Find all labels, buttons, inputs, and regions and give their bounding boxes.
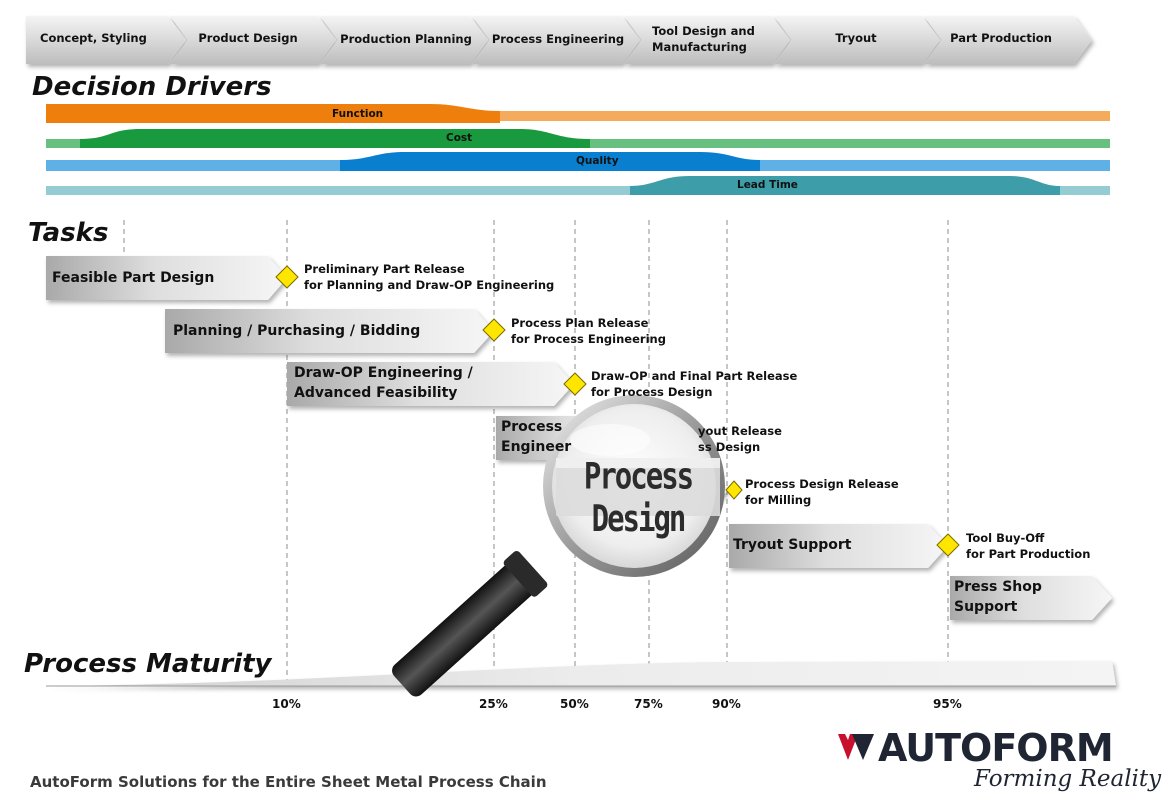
milestone-text-1-line-1: Preliminary Part Release (304, 262, 465, 276)
milestone-text-3: Draw-OP and Final Part Release for Proce… (591, 368, 797, 400)
milestone-text-1-line-2: for Planning and Draw-OP Engineering (304, 278, 555, 292)
milestone-text-6-line-2: for Part Production (966, 547, 1091, 561)
driver-band-function-peak (46, 104, 500, 123)
driver-label-lead-time: Lead Time (737, 179, 798, 191)
task-label-press-shop-line-1: Press Shop (954, 579, 1042, 595)
task-arrows (46, 256, 1112, 620)
driver-band-quality-peak (340, 152, 760, 171)
driver-band-leadtime-peak (630, 176, 1060, 195)
milestone-diamond-5 (725, 480, 743, 500)
milestone-gridlines (123, 220, 949, 684)
chain-stage-concept-styling: Concept, Styling (40, 31, 147, 45)
maturity-tick-10: 10% (272, 697, 301, 711)
autoform-tagline: Forming Reality (974, 766, 1162, 792)
chain-stage-tool-design: Tool Design and Manufacturing (652, 24, 755, 54)
task-label-process-engineering: Process Engineer (501, 417, 571, 457)
chain-stage-production-planning: Production Planning (340, 32, 472, 46)
chain-stage-1-shape (26, 16, 186, 64)
task-label-feasible-part-design: Feasible Part Design (52, 270, 215, 286)
tasks-title: Tasks (28, 218, 109, 248)
milestone-diamond-1 (275, 265, 299, 289)
decision-drivers-title: Decision Drivers (32, 72, 272, 102)
autoform-logo-mark (838, 734, 874, 760)
task-label-draw-op: Draw-OP Engineering / Advanced Feasibili… (294, 363, 473, 403)
driver-label-function: Function (332, 108, 384, 120)
task-label-press-shop-line-2: Support (954, 599, 1018, 615)
chain-stage-4-shape (472, 16, 640, 64)
milestone-text-6-line-1: Tool Buy-Off (966, 531, 1045, 545)
task-label-draw-op-line-2: Advanced Feasibility (294, 385, 458, 401)
autoform-logo-text: AUTOFORM (878, 726, 1114, 770)
milestone-text-1: Preliminary Part Release for Planning an… (304, 261, 554, 293)
driver-band-leadtime-base (46, 186, 1110, 195)
task-label-process-engineering-line-1: Process (501, 419, 563, 435)
chain-stage-process-engineering: Process Engineering (491, 32, 625, 46)
milestone-text-2-line-1: Process Plan Release (511, 316, 649, 330)
task-arrow-draw-op (287, 362, 574, 406)
maturity-tick-25: 25% (479, 697, 508, 711)
chain-stage-2-shape (170, 16, 336, 64)
milestone-text-6: Tool Buy-Off for Part Production (966, 530, 1090, 562)
milestone-text-5-line-1: Process Design Release (745, 477, 899, 491)
milestone-text-3-line-2: for Process Design (591, 385, 713, 399)
milestone-text-3-line-1: Draw-OP and Final Part Release (591, 369, 798, 383)
milestone-text-5-line-2: for Milling (745, 493, 812, 507)
milestone-text-2: Process Plan Release for Process Enginee… (511, 315, 666, 347)
chain-stage-3-shape (320, 16, 488, 64)
chain-stage-part-production: Part Production (950, 31, 1052, 45)
task-label-planning: Planning / Purchasing / Bidding (173, 323, 421, 339)
chain-stage-6-shape (774, 16, 940, 64)
driver-band-cost-peak (80, 129, 590, 148)
milestone-text-4-line-2: ss Design (698, 440, 761, 454)
chain-stage-7-shape (924, 16, 1092, 64)
task-label-tryout-support: Tryout Support (733, 537, 852, 553)
process-maturity-title: Process Maturity (24, 649, 272, 679)
milestone-diamond-2 (482, 318, 506, 342)
driver-band-function-base (46, 111, 1110, 121)
task-arrow-planning (165, 309, 494, 353)
milestone-diamond-6 (936, 533, 960, 557)
task-label-process-engineering-line-2: Engineer (501, 439, 572, 455)
chain-stage-5-shape (624, 16, 790, 64)
process-chain (26, 16, 1092, 64)
maturity-wedge (46, 661, 1116, 686)
task-arrow-tryout-support (729, 524, 948, 568)
footer-caption: AutoForm Solutions for the Entire Sheet … (30, 773, 547, 791)
task-arrow-press-shop-support (950, 576, 1112, 620)
driver-label-quality: Quality (576, 155, 619, 167)
driver-label-cost: Cost (446, 132, 473, 144)
milestone-diamond-3 (563, 372, 587, 396)
decision-driver-bands (46, 104, 1110, 195)
milestone-text-4: yout Release ss Design (698, 423, 782, 455)
maturity-tick-50: 50% (560, 697, 589, 711)
milestone-text-2-line-2: for Process Engineering (511, 332, 666, 346)
magnifier-text: Process Design (583, 454, 694, 540)
chain-stage-product-design: Product Design (198, 31, 298, 45)
chain-stage-tryout: Tryout (835, 31, 877, 45)
milestone-text-5: Process Design Release for Milling (745, 476, 899, 508)
maturity-tick-75: 75% (634, 697, 663, 711)
task-label-press-shop-support: Press Shop Support (954, 577, 1042, 617)
maturity-tick-90: 90% (712, 697, 741, 711)
task-arrow-feasible-part-design (46, 256, 287, 300)
milestone-text-4-line-1: yout Release (698, 424, 782, 438)
magnifier-icon (392, 395, 725, 697)
task-label-draw-op-line-1: Draw-OP Engineering / (294, 365, 473, 381)
maturity-tick-95: 95% (933, 697, 962, 711)
